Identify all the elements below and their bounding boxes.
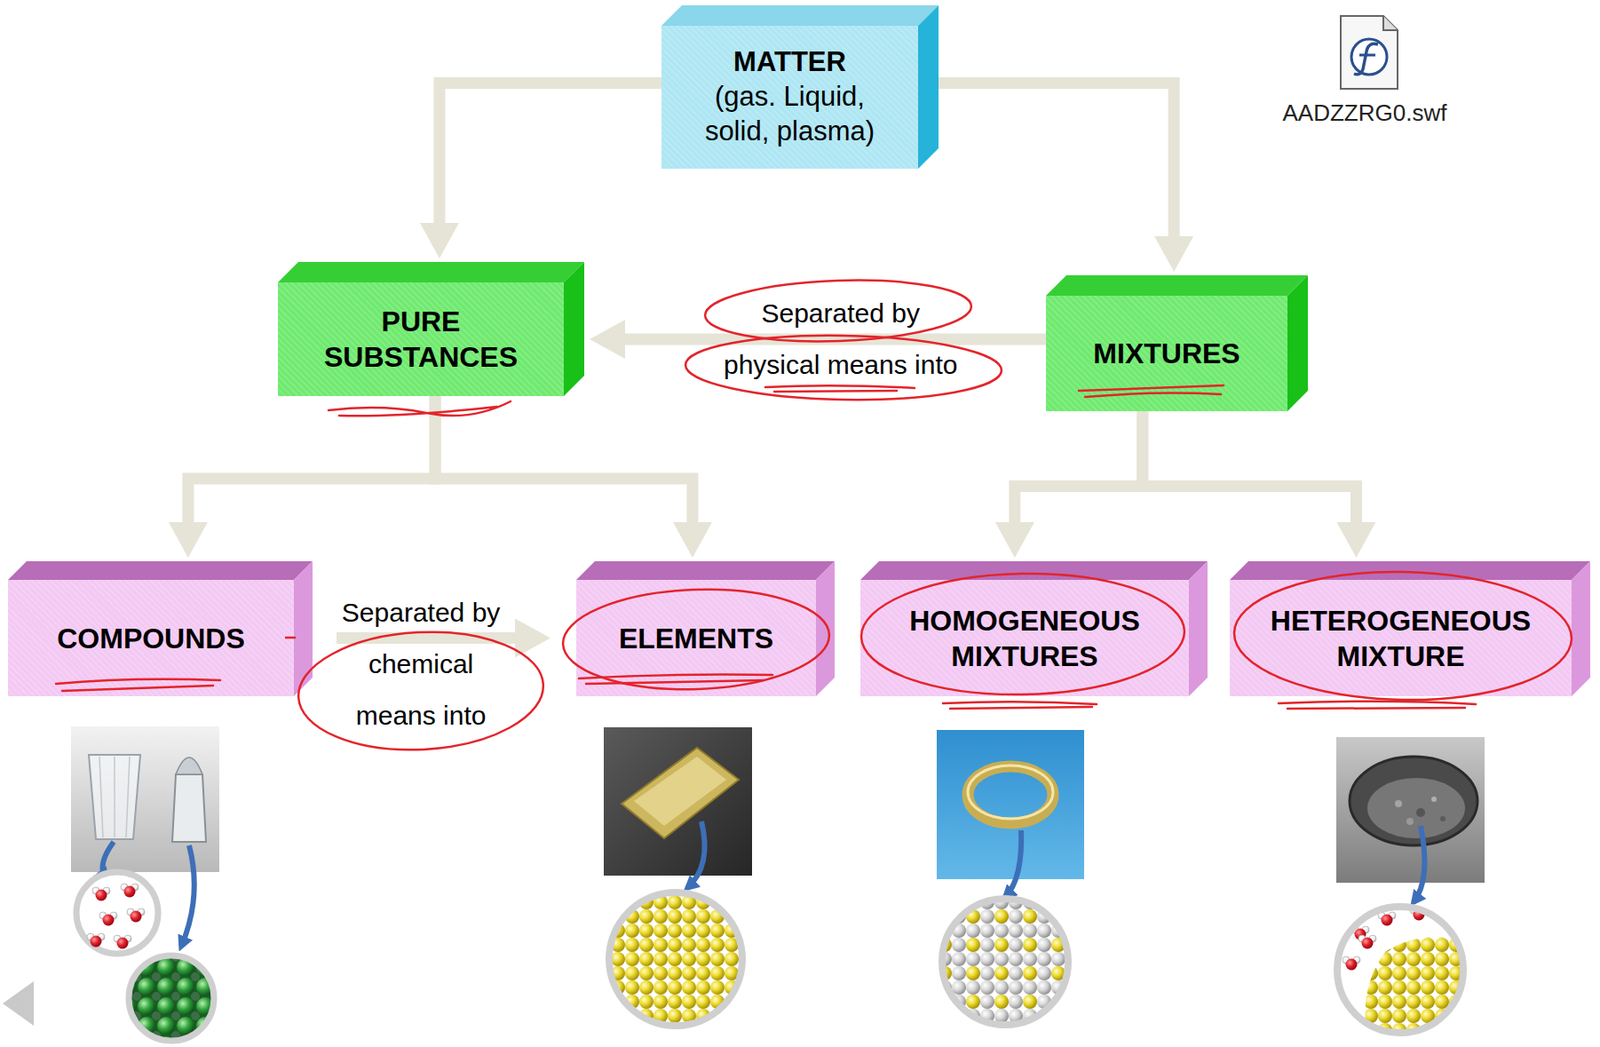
free-label-box: AADZZRG0.swf xyxy=(1267,99,1463,127)
box-title: PURE SUBSTANCES xyxy=(288,303,554,375)
box-title: HOMOGENEOUS MIXTURES xyxy=(871,602,1179,674)
file-icon xyxy=(1340,15,1398,89)
compound-picture xyxy=(71,726,220,1041)
box-top-face xyxy=(576,561,835,580)
arrow-head xyxy=(168,522,208,558)
box-side-face xyxy=(1287,275,1308,412)
box-top-face xyxy=(1045,275,1308,296)
box-side-face xyxy=(293,561,313,697)
box-top-face xyxy=(1229,561,1591,580)
box-title: MATTER xyxy=(672,45,908,80)
connector-line xyxy=(188,396,436,524)
class-box: PURE SUBSTANCES xyxy=(277,282,564,397)
connector-line xyxy=(623,333,1046,346)
box-title: MIXTURES xyxy=(1056,335,1277,372)
edge-label: Separated by chemical means into xyxy=(332,586,510,742)
connector-line xyxy=(439,82,662,225)
alloy-picture xyxy=(936,729,1085,1025)
element-picture xyxy=(603,727,753,1026)
edge-label-box: Separated by chemical means into xyxy=(332,586,510,742)
box-top-face xyxy=(277,261,585,283)
connector-arrow xyxy=(435,396,713,558)
box-side-face xyxy=(563,261,585,397)
connector-line xyxy=(938,82,1174,238)
class-box: COMPOUNDS xyxy=(7,579,294,697)
edge-label: Separated by physical means into xyxy=(716,287,966,391)
connector-line xyxy=(1014,411,1143,524)
box-top-face xyxy=(860,561,1208,580)
edge-label-box: Separated by physical means into xyxy=(716,287,966,391)
file-name: AADZZRG0.swf xyxy=(1267,99,1463,127)
box-side-face xyxy=(815,561,835,697)
box-side-face xyxy=(918,5,939,169)
arrow-head xyxy=(589,319,626,359)
box-top-face xyxy=(7,561,313,580)
arrow-head xyxy=(419,222,460,259)
box-title: ELEMENTS xyxy=(586,620,806,657)
arrow-head xyxy=(673,522,713,558)
connector-arrow xyxy=(995,411,1143,558)
box-title: COMPOUNDS xyxy=(18,620,284,657)
back-button xyxy=(2,981,34,1026)
connector-arrow xyxy=(419,82,662,259)
class-box: MIXTURES xyxy=(1045,295,1288,412)
connector-arrow xyxy=(168,396,436,558)
arrow-head xyxy=(995,522,1035,558)
box-subtitle: (gas. Liquid, solid, plasma) xyxy=(685,79,895,150)
connector-line xyxy=(1142,411,1357,524)
arrow-head xyxy=(514,618,551,658)
arrow-head xyxy=(1154,236,1194,272)
class-box: ELEMENTS xyxy=(576,579,816,697)
box-top-face xyxy=(661,5,939,26)
arrow-head xyxy=(1336,522,1376,558)
class-box: HOMOGENEOUS MIXTURES xyxy=(860,579,1189,697)
class-box: MATTER(gas. Liquid, solid, plasma) xyxy=(661,25,919,169)
connector-arrow xyxy=(938,82,1194,272)
mixture-picture xyxy=(1336,736,1485,1039)
connector-arrow xyxy=(1142,411,1377,558)
class-box: HETEROGENEOUS MIXTURE xyxy=(1229,579,1572,697)
box-side-face xyxy=(1571,561,1591,697)
connector-line xyxy=(336,632,517,644)
box-side-face xyxy=(1188,561,1208,697)
connector-line xyxy=(435,396,693,524)
box-title: HETEROGENEOUS MIXTURE xyxy=(1240,602,1561,674)
